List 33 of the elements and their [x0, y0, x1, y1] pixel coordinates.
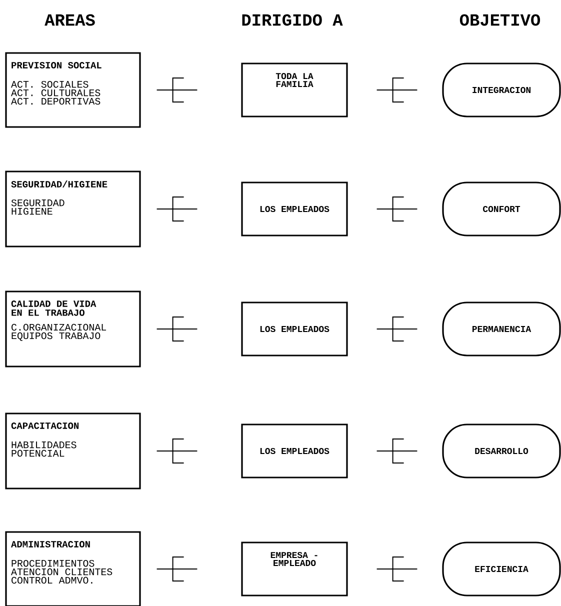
bracket-connector: [156, 196, 198, 222]
area-box: SEGURIDAD/HIGIENE SEGURIDAD HIGIENE: [5, 170, 141, 248]
objective-terminal: PERMANENCIA: [442, 302, 561, 356]
objective-terminal: DESARROLLO: [442, 424, 561, 478]
objective-terminal: CONFORT: [442, 182, 561, 236]
objective-terminal: INTEGRACION: [442, 62, 561, 118]
column-heading: DIRIGIDO A: [242, 14, 343, 26]
bracket-connector: [376, 556, 418, 582]
bracket-connector: [156, 316, 198, 342]
target-box: [241, 302, 348, 356]
target-text: LOS EMPLEADOS: [260, 448, 330, 454]
bracket-connector: [376, 78, 418, 102]
target-box: [241, 182, 348, 236]
target-text: LOS EMPLEADOS: [260, 206, 330, 212]
objective-terminal: EFICIENCIA: [442, 542, 561, 596]
bracket-connector: [156, 556, 198, 582]
bracket-connector: [156, 78, 198, 102]
bracket-connector: [376, 196, 418, 222]
area-box: CAPACITACION HABILIDADES POTENCIAL: [5, 412, 141, 490]
bracket-connector: [156, 438, 198, 464]
column-heading: AREAS: [44, 14, 95, 26]
area-box: CALIDAD DE VIDA EN EL TRABAJO C.ORGANIZACIONAL EQUIPOS TRABAJO: [5, 290, 141, 368]
area-box: PREVISION SOCIAL ACT. SOCIALES ACT. CULTURALES ACT. DEPORTIVAS: [5, 52, 141, 128]
target-box: [241, 542, 348, 596]
target-box: [241, 62, 348, 118]
bracket-connector: [376, 438, 418, 464]
bracket-connector: [376, 316, 418, 342]
target-text: EMPRESA - EMPLEADO: [270, 552, 318, 566]
target-box: [241, 424, 348, 478]
target-text: LOS EMPLEADOS: [260, 326, 330, 332]
area-box: ADMINISTRACION PROCEDIMIENTOS ATENCION CLIENTES CONTROL ADMVO.: [5, 531, 141, 606]
column-heading: OBJETIVO: [460, 14, 540, 26]
target-text: TODA LA FAMILIA: [276, 73, 314, 87]
